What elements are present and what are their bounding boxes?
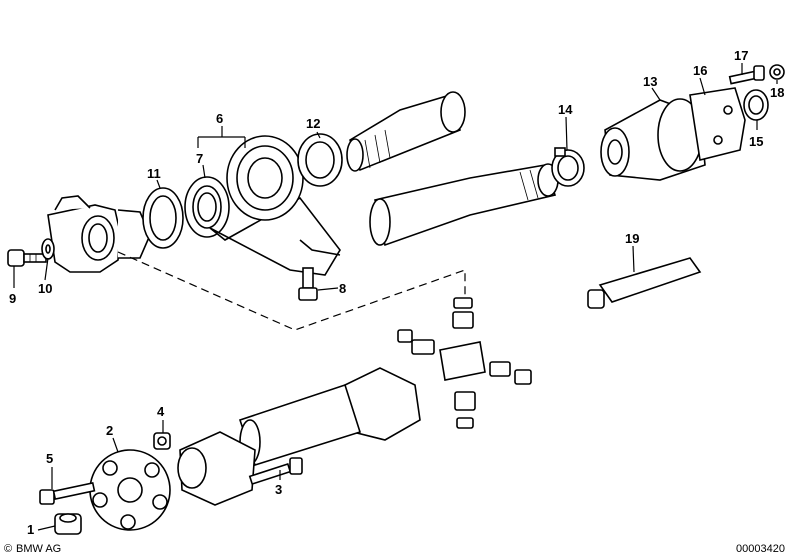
leader-lines [13,63,778,531]
copyright-symbol: © [4,543,12,555]
ring-12 [297,133,343,187]
label-3: 3 [275,482,282,497]
label-18: 18 [770,85,784,100]
universal-joint-cross [397,297,532,429]
label-17: 17 [734,48,748,63]
label-9: 9 [9,291,16,306]
label-5: 5 [46,451,53,466]
bolt-9 [7,249,47,267]
front-shaft-tube [369,163,559,247]
rear-shaft [238,367,421,466]
flange-16 [689,87,746,161]
nut-4 [153,432,171,450]
bearing-7 [184,176,230,238]
washer-10 [41,238,55,260]
brand-footer: BMW AG [16,543,61,555]
label-6: 6 [216,111,223,126]
label-15: 15 [749,134,763,149]
clamp-14 [551,147,585,187]
center-bearing-6 [209,135,341,276]
bolt-3 [248,457,303,485]
bolt-17 [728,65,765,85]
label-10: 10 [38,281,52,296]
label-1: 1 [27,522,34,537]
label-14: 14 [558,102,573,117]
flange-yoke [47,195,151,273]
label-2: 2 [106,423,113,438]
label-16: 16 [693,63,707,78]
label-7: 7 [196,151,203,166]
grease-tube-19 [587,257,702,309]
doc-number: 00003420 [736,543,785,555]
label-11: 11 [147,166,161,181]
flex-disc-2 [89,449,171,531]
bolt-5 [39,481,96,505]
bolt-8 [298,267,318,301]
clamp-15 [743,89,769,121]
nut-18 [769,64,785,80]
label-13: 13 [643,74,657,89]
assembly-dashed-line [117,251,466,331]
sleeve-1 [54,513,82,535]
joint-13 [600,98,706,181]
splined-shaft [346,91,466,172]
ring-11 [142,187,184,249]
label-8: 8 [339,281,346,296]
flange-lower [177,431,256,506]
label-19: 19 [625,231,639,246]
label-4: 4 [157,404,165,419]
label-12: 12 [306,116,320,131]
